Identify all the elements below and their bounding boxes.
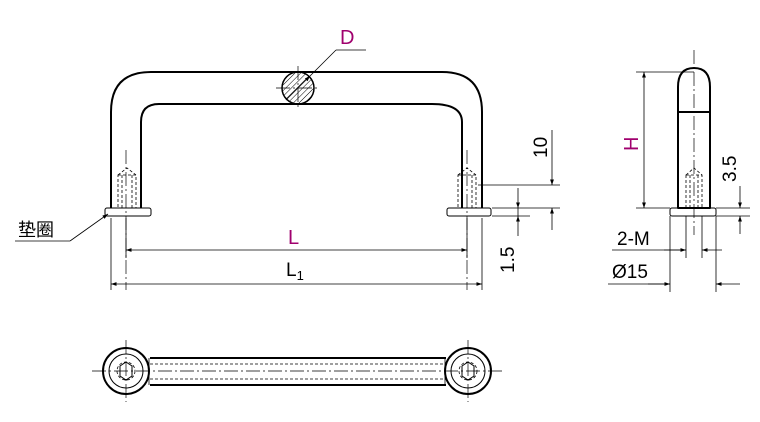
- left-stud: [117, 167, 137, 209]
- dim-L: [125, 218, 468, 258]
- handle-inner-contour: [140, 103, 463, 208]
- label-2-M: 2-M: [617, 229, 650, 250]
- dim-3-5: [716, 186, 750, 234]
- top-right-boss: [444, 340, 492, 402]
- dim-dia-15: [608, 216, 740, 292]
- washer-leader: [15, 213, 109, 242]
- right-washer: [446, 207, 492, 217]
- dim-H: [636, 71, 694, 209]
- label-3-5: 3.5: [720, 156, 741, 182]
- label-washer: 垫圈: [18, 220, 54, 240]
- front-view: D 垫圈 L: [15, 27, 560, 290]
- dim-1-5: [492, 188, 530, 236]
- side-body: [677, 67, 711, 209]
- label-10: 10: [531, 137, 552, 158]
- label-1-5: 1.5: [498, 247, 519, 273]
- top-left-boss: [102, 340, 150, 402]
- dim-10: [478, 130, 560, 230]
- dim-L1: [110, 218, 483, 290]
- label-L: L: [288, 227, 299, 249]
- top-view: [92, 340, 505, 402]
- diameter-D-leader: [285, 49, 366, 101]
- side-view: H 3.5 2-M Ø15: [608, 50, 750, 292]
- label-dia-15: Ø15: [612, 262, 648, 283]
- label-L1: L1: [286, 260, 304, 283]
- dim-2-M: [612, 216, 722, 258]
- left-washer: [104, 207, 152, 217]
- label-H: H: [621, 137, 643, 151]
- label-D: D: [340, 27, 354, 49]
- side-washer: [669, 207, 717, 217]
